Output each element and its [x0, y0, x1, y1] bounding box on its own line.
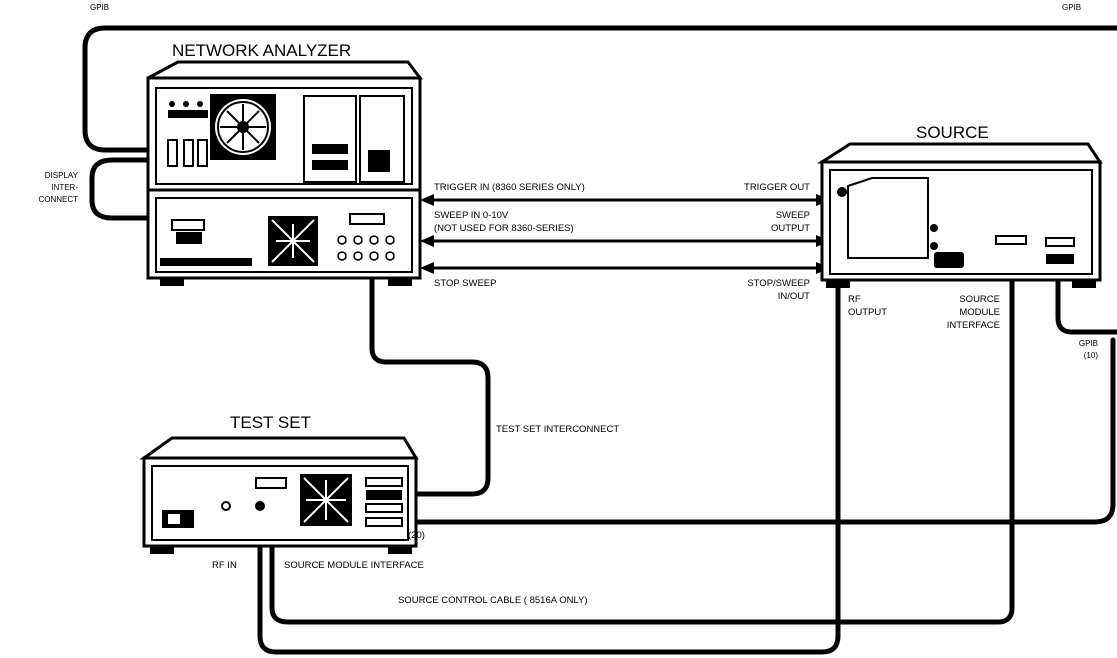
sweep-in-label-2: (NOT USED FOR 8360-SERIES) — [434, 223, 574, 234]
stop-sweep-line — [420, 262, 830, 274]
network-analyzer-title: NETWORK ANALYZER — [172, 41, 351, 60]
display-label-1: DISPLAY — [45, 171, 79, 180]
analyzer-top-lid — [147, 60, 423, 80]
gpib-10-cable — [1055, 259, 1117, 335]
diagram-labels: NETWORK ANALYZER SOURCE TEST SET GPIB GP… — [38, 3, 1098, 606]
test-set-top-lid — [139, 436, 419, 460]
sweep-line — [420, 235, 830, 247]
source-instrument — [816, 142, 1103, 288]
trigger-in-label: TRIGGER IN (8360 SERIES ONLY) — [434, 182, 585, 193]
source-top-lid — [816, 142, 1103, 164]
address-20-label: (20) — [408, 530, 425, 541]
sweep-output-label-1: SWEEP — [776, 210, 810, 221]
source-control-cable-label: SOURCE CONTROL CABLE ( 8516A ONLY) — [398, 595, 588, 606]
test-set-instrument — [139, 436, 419, 554]
gpib-cable-top — [82, 25, 1117, 153]
sweep-in-label-1: SWEEP IN 0-10V — [434, 210, 509, 221]
trigger-out-label: TRIGGER OUT — [744, 182, 810, 193]
sweep-output-label-2: OUTPUT — [771, 223, 810, 234]
gpib10-label-2: (10) — [1084, 351, 1099, 360]
test-set-interconnect-label: TEST SET INTERCONNECT — [496, 424, 619, 435]
gpib-right-label: GPIB — [1062, 3, 1081, 12]
source-control-cable — [269, 237, 1015, 625]
gpib-left-label: GPIB — [90, 3, 109, 12]
rf-output-label-2: OUTPUT — [848, 307, 887, 318]
gpib-20-cable — [397, 337, 1116, 525]
stop-sweep-label: STOP SWEEP — [434, 278, 496, 289]
smi-label-2: MODULE — [959, 307, 1000, 318]
display-interconnect-cable — [89, 157, 181, 221]
test-set-title: TEST SET — [230, 413, 311, 432]
rf-cable — [257, 189, 841, 655]
network-analyzer — [146, 60, 423, 286]
cables — [82, 25, 1117, 655]
analyzer-lower-fan — [268, 216, 318, 266]
analyzer-rear-connectors — [167, 101, 208, 167]
source-module-interface-label: SOURCE MODULE INTERFACE — [284, 560, 424, 571]
display-label-3: CONNECT — [38, 195, 78, 204]
test-set-interconnect-cable — [369, 229, 491, 497]
signal-arrows — [420, 194, 830, 274]
analyzer-fan — [210, 94, 276, 160]
gpib10-label-1: GPIB — [1079, 339, 1098, 348]
display-label-2: INTER- — [51, 183, 78, 192]
test-set-fan — [300, 474, 352, 526]
source-title: SOURCE — [916, 123, 989, 142]
trigger-line — [420, 194, 830, 206]
rf-in-label: RF IN — [212, 560, 237, 571]
rf-output-label-1: RF — [848, 294, 861, 305]
smi-label-1: SOURCE — [959, 294, 1000, 305]
stop-sweep-inout-label-1: STOP/SWEEP — [747, 278, 810, 289]
smi-label-3: INTERFACE — [947, 320, 1000, 331]
stop-sweep-inout-label-2: IN/OUT — [778, 291, 810, 302]
